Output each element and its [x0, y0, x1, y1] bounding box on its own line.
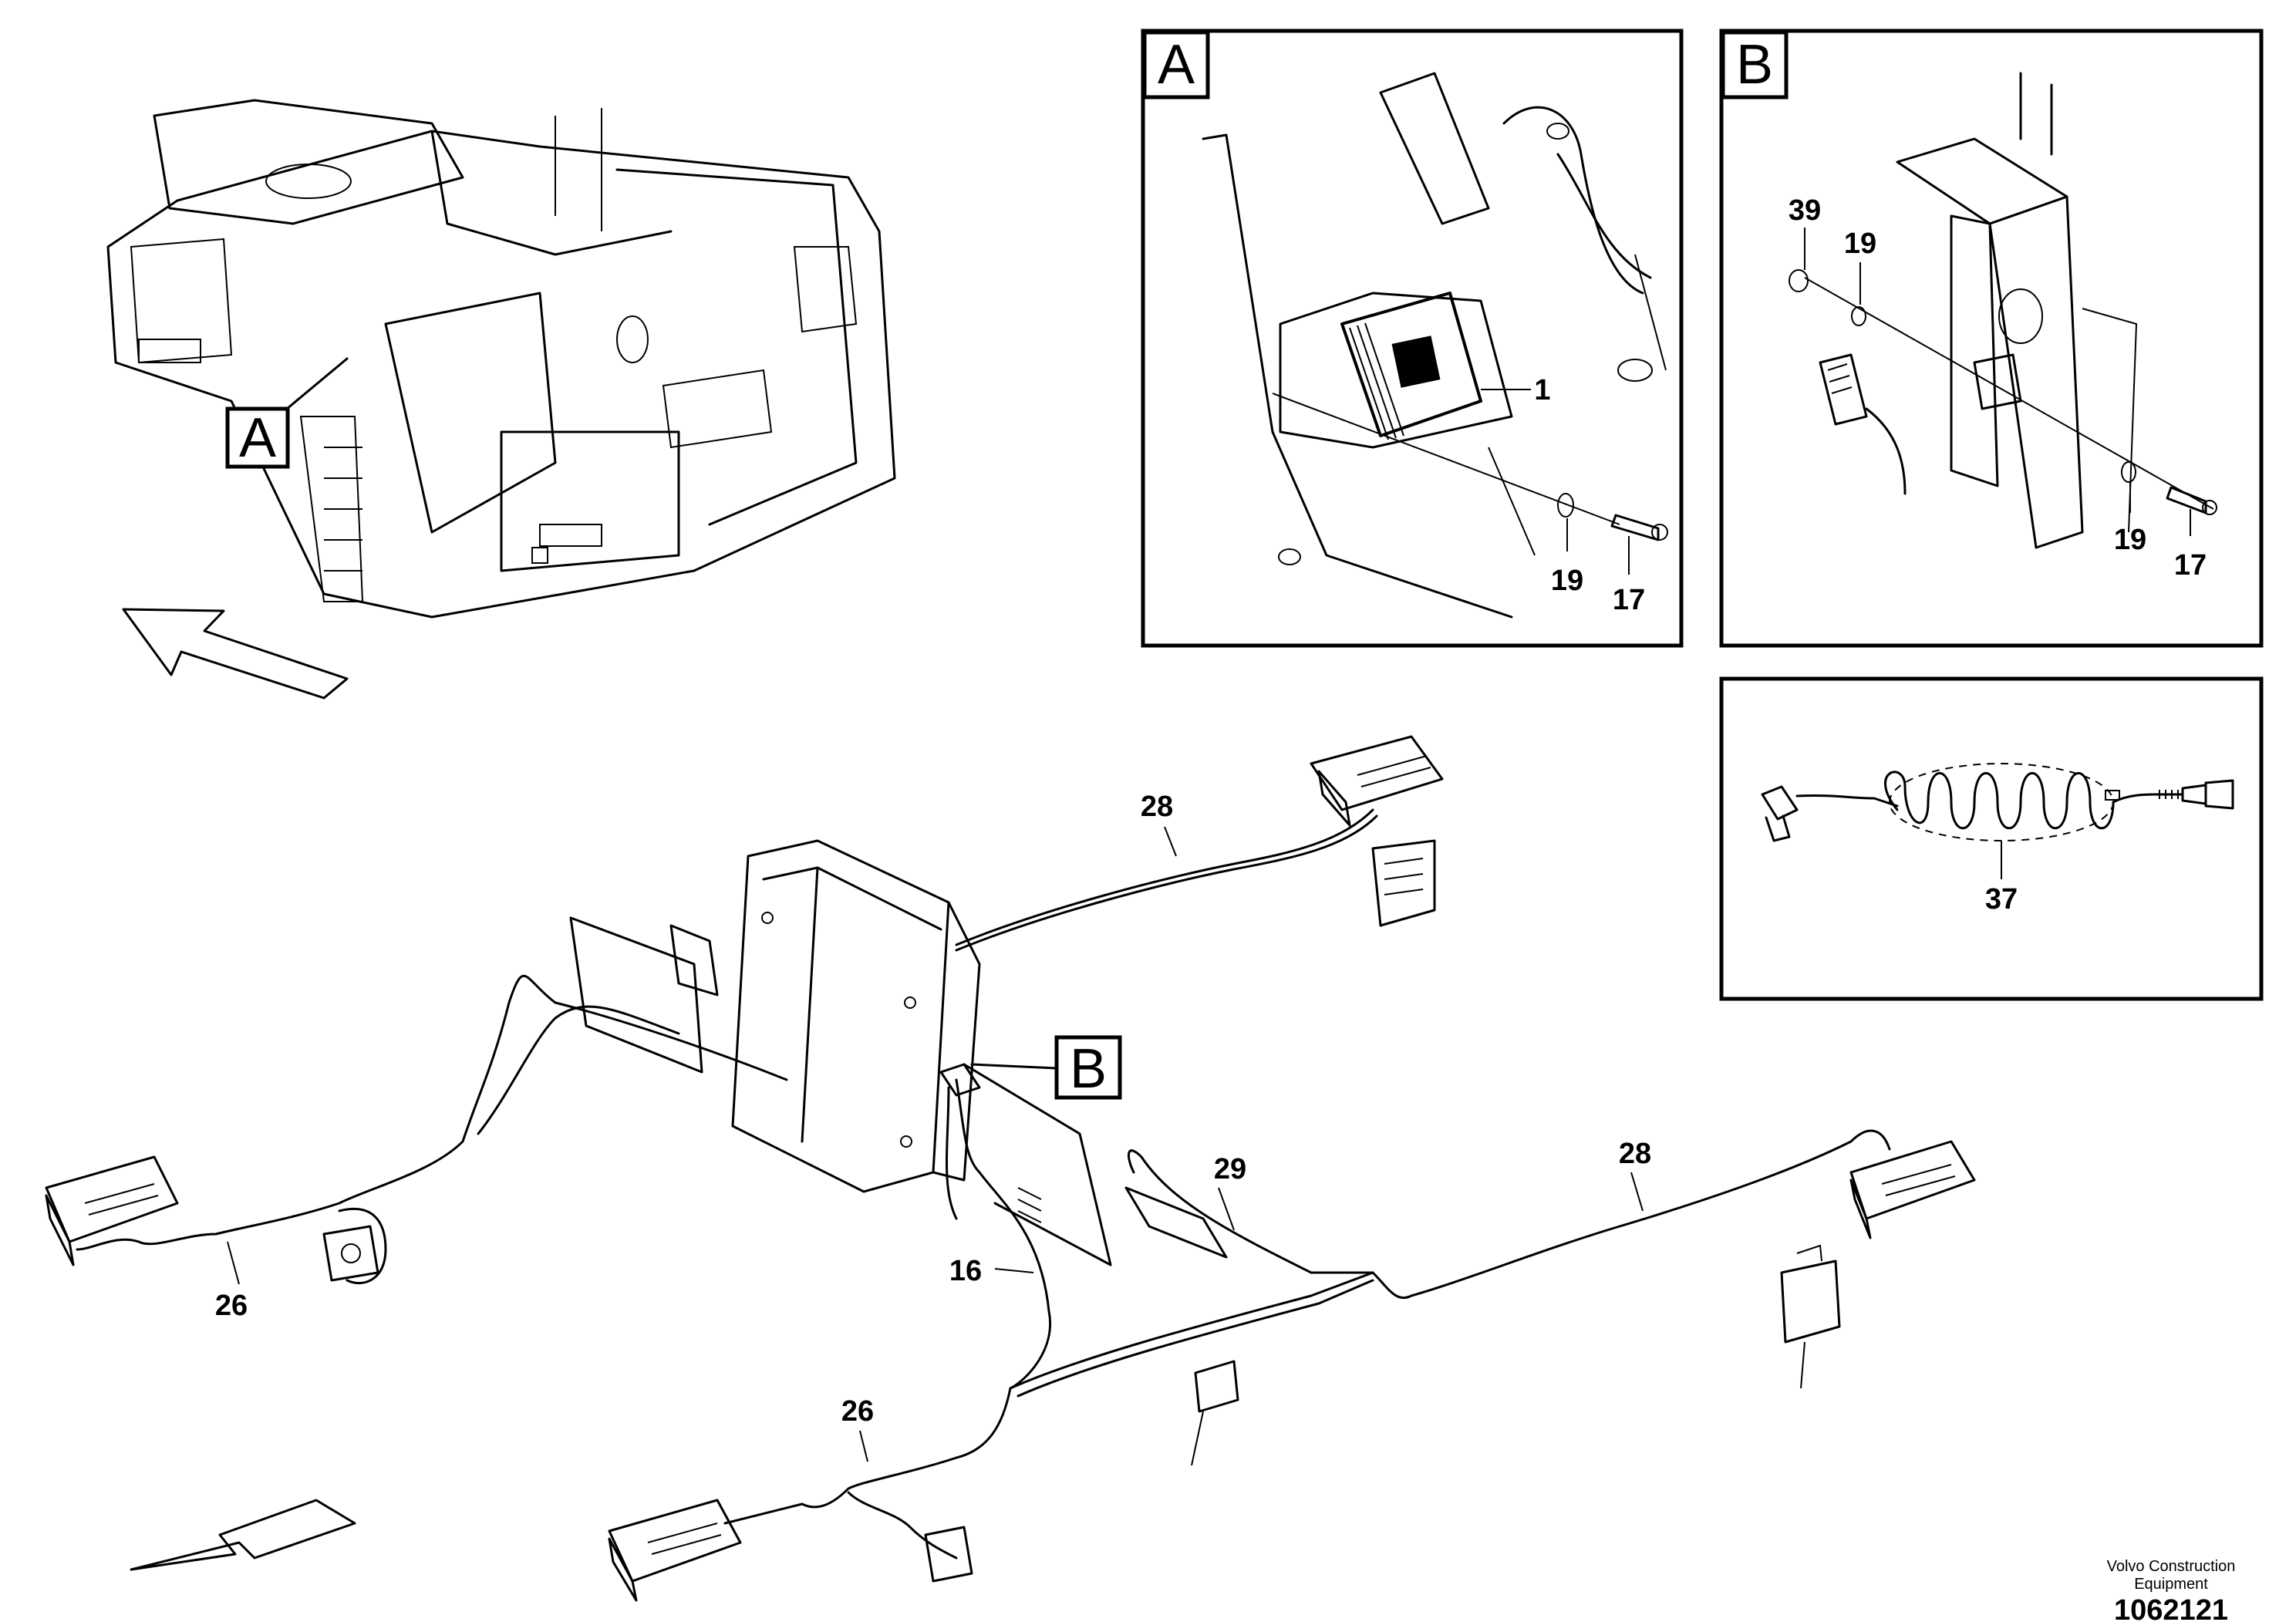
connector-icon [45, 1155, 379, 1282]
callout-28-right[interactable]: 28 [1619, 1138, 1651, 1170]
callout-a-1[interactable]: 1 [1534, 374, 1550, 406]
callout-b-17[interactable]: 17 [2174, 549, 2207, 582]
detail-panel-a-title: A [1158, 34, 1195, 96]
detail-panel-cable [1719, 676, 2264, 1001]
callout-29[interactable]: 29 [1214, 1153, 1246, 1185]
footer-drawing-number: 1062121 [2114, 1594, 2228, 1622]
coiled-cable-icon [1761, 763, 2234, 842]
cable-harness-26-left [76, 974, 788, 1251]
callout-26-bottom[interactable]: 26 [841, 1395, 874, 1428]
detail-panel-a [1141, 29, 1684, 648]
sensor-icon [1191, 1360, 1239, 1466]
callout-28-top[interactable]: 28 [1141, 791, 1173, 823]
connector-icon [608, 1499, 973, 1602]
direction-arrow-icon [130, 1499, 356, 1571]
cable-harness-28-top [955, 808, 1374, 946]
detail-b-drawing [1819, 72, 2138, 549]
cable-harness-16 [955, 1078, 1051, 1390]
direction-arrow-icon [122, 608, 349, 700]
bolt-icon [2166, 486, 2207, 514]
callout-b-39[interactable]: 39 [1789, 194, 1821, 227]
nut-icon [1789, 269, 1809, 292]
connector-icon [1310, 735, 1444, 927]
detail-marker-b[interactable] [1054, 1035, 1122, 1100]
detail-marker-b-label: B [1070, 1038, 1107, 1100]
footer-company-line1: Volvo Construction [2107, 1558, 2236, 1575]
cable-harness-29 [1127, 1149, 1374, 1274]
cable-harness-26-bottom [723, 1387, 1012, 1525]
callout-b-19-bottom[interactable]: 19 [2114, 524, 2146, 556]
callout-a-17[interactable]: 17 [1613, 584, 1645, 616]
cable-harness-28-right [1371, 1129, 1891, 1300]
detail-panel-b-title: B [1736, 34, 1773, 96]
detail-a-drawing [1202, 72, 1667, 619]
control-unit-icon [569, 839, 1112, 1266]
detail-panel-b-tag [1721, 30, 1789, 99]
bolt-icon [1610, 514, 1660, 541]
callout-26-left[interactable]: 26 [215, 1290, 248, 1322]
detail-marker-a-label: A [239, 407, 276, 469]
detail-panel-b [1719, 29, 2264, 648]
callout-c-37[interactable]: 37 [1985, 883, 2018, 916]
machine-frame-overview [106, 99, 896, 619]
washer-icon [1557, 493, 1574, 518]
callout-a-19[interactable]: 19 [1551, 565, 1583, 597]
callout-b-19-top[interactable]: 19 [1844, 228, 1876, 260]
detail-panel-a-tag [1142, 30, 1210, 99]
footer-company-line2: Equipment [2134, 1576, 2208, 1593]
detail-marker-a[interactable] [225, 406, 290, 469]
connector-icon [1780, 1140, 1976, 1389]
callout-16[interactable]: 16 [949, 1255, 982, 1287]
